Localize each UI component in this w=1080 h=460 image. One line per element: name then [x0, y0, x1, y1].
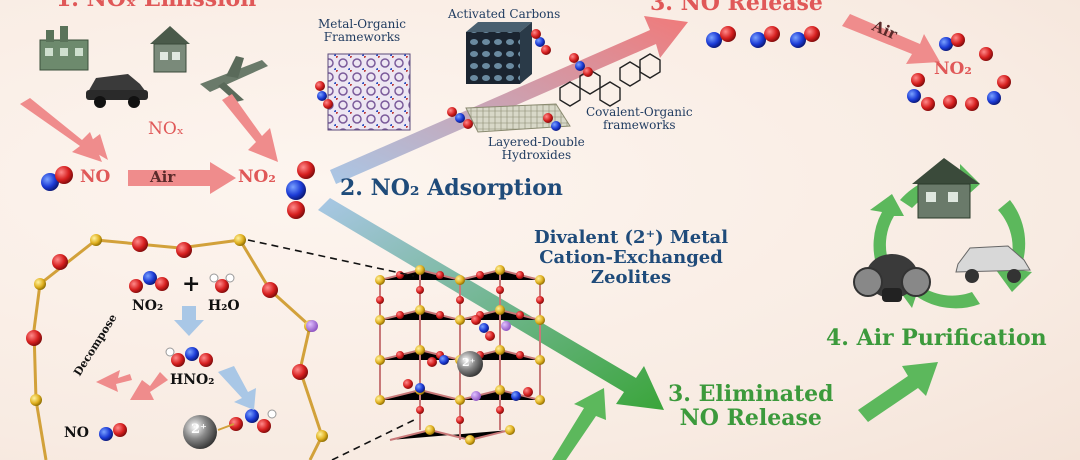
gas-mask-icon: [853, 254, 931, 302]
mech-arrow-down: [174, 306, 204, 336]
ring-atoms: [26, 234, 328, 442]
no2-label: NO₂: [238, 167, 276, 187]
carbon-cube: [466, 22, 532, 84]
cof-label: Covalent-Organic frameworks: [586, 105, 693, 133]
zeolite-title: Divalent (2⁺) Metal Cation-Exchanged Zeo…: [534, 227, 729, 288]
eliminated-arrow: [318, 198, 664, 410]
no-label: NO: [80, 167, 111, 187]
mechanism-molecules: [99, 271, 277, 441]
factory-icon: [39, 26, 89, 71]
arrow-to-no: [60, 106, 108, 160]
air-label: Air: [150, 168, 176, 186]
air-arrow: [128, 162, 236, 194]
purifier-house-icon: [912, 158, 980, 219]
house-icon: [150, 26, 190, 73]
mech-no2-label: NO₂: [132, 298, 164, 314]
adsorbed-molecules: [315, 29, 593, 131]
zeolite-guest-molecules: [403, 315, 533, 401]
bottom-green-arrow: [552, 388, 606, 460]
step-eliminated: 3. Eliminated NO Release: [668, 381, 834, 432]
released-no-molecules: [706, 26, 820, 48]
nox-label: NOₓ: [148, 119, 185, 139]
mof-label: Metal-Organic Frameworks: [318, 17, 406, 45]
carbon-label: Activated Carbons: [448, 7, 561, 21]
release-no2-label: NO₂: [934, 59, 972, 79]
to-purification-arrow: [858, 362, 938, 422]
ldh-layers: [465, 103, 571, 133]
mech-no-label: NO: [64, 425, 89, 441]
mech-cation-label: 2⁺: [191, 422, 207, 437]
step-adsorption: 2. NO₂ Adsorption: [340, 175, 563, 201]
mechanism-cation: [183, 415, 217, 449]
no-molecule: [41, 166, 73, 191]
step-release: 3. NO Release: [650, 0, 823, 16]
arrow-emission-to-no: [20, 98, 102, 162]
mech-decompose-arrow: [130, 372, 168, 400]
release-air-arrow: [842, 14, 940, 64]
no2-molecule: [286, 161, 315, 219]
adsorption-arrow: [330, 16, 688, 184]
zeolite-cation: [457, 351, 483, 377]
mof-structure: [327, 53, 411, 131]
zoom-lines: [247, 239, 415, 460]
mech-arrow-right: [218, 366, 256, 410]
zeolite-cation-label: 2⁺: [462, 356, 476, 369]
mech-decompose-arrow-2: [96, 370, 132, 392]
arrow-emission-to-no2: [222, 94, 278, 162]
airplane-icon: [200, 56, 268, 102]
step-purification: 4. Air Purification: [826, 325, 1047, 351]
mech-plus: +: [182, 271, 201, 297]
zeolite-atoms: [375, 265, 545, 445]
mech-hno2-label: HNO₂: [170, 372, 215, 388]
car-icon: [86, 74, 148, 108]
purifier-car-icon: [955, 245, 1031, 283]
release-no2-ring: [907, 33, 1011, 111]
cof-structure: [559, 53, 661, 107]
cut-title-emission: 1. NOₓ Emission: [56, 0, 256, 11]
cation-bond: [217, 423, 235, 431]
mech-h2o-label: H₂O: [208, 298, 240, 314]
ldh-label: Layered-Double Hydroxides: [488, 135, 585, 163]
